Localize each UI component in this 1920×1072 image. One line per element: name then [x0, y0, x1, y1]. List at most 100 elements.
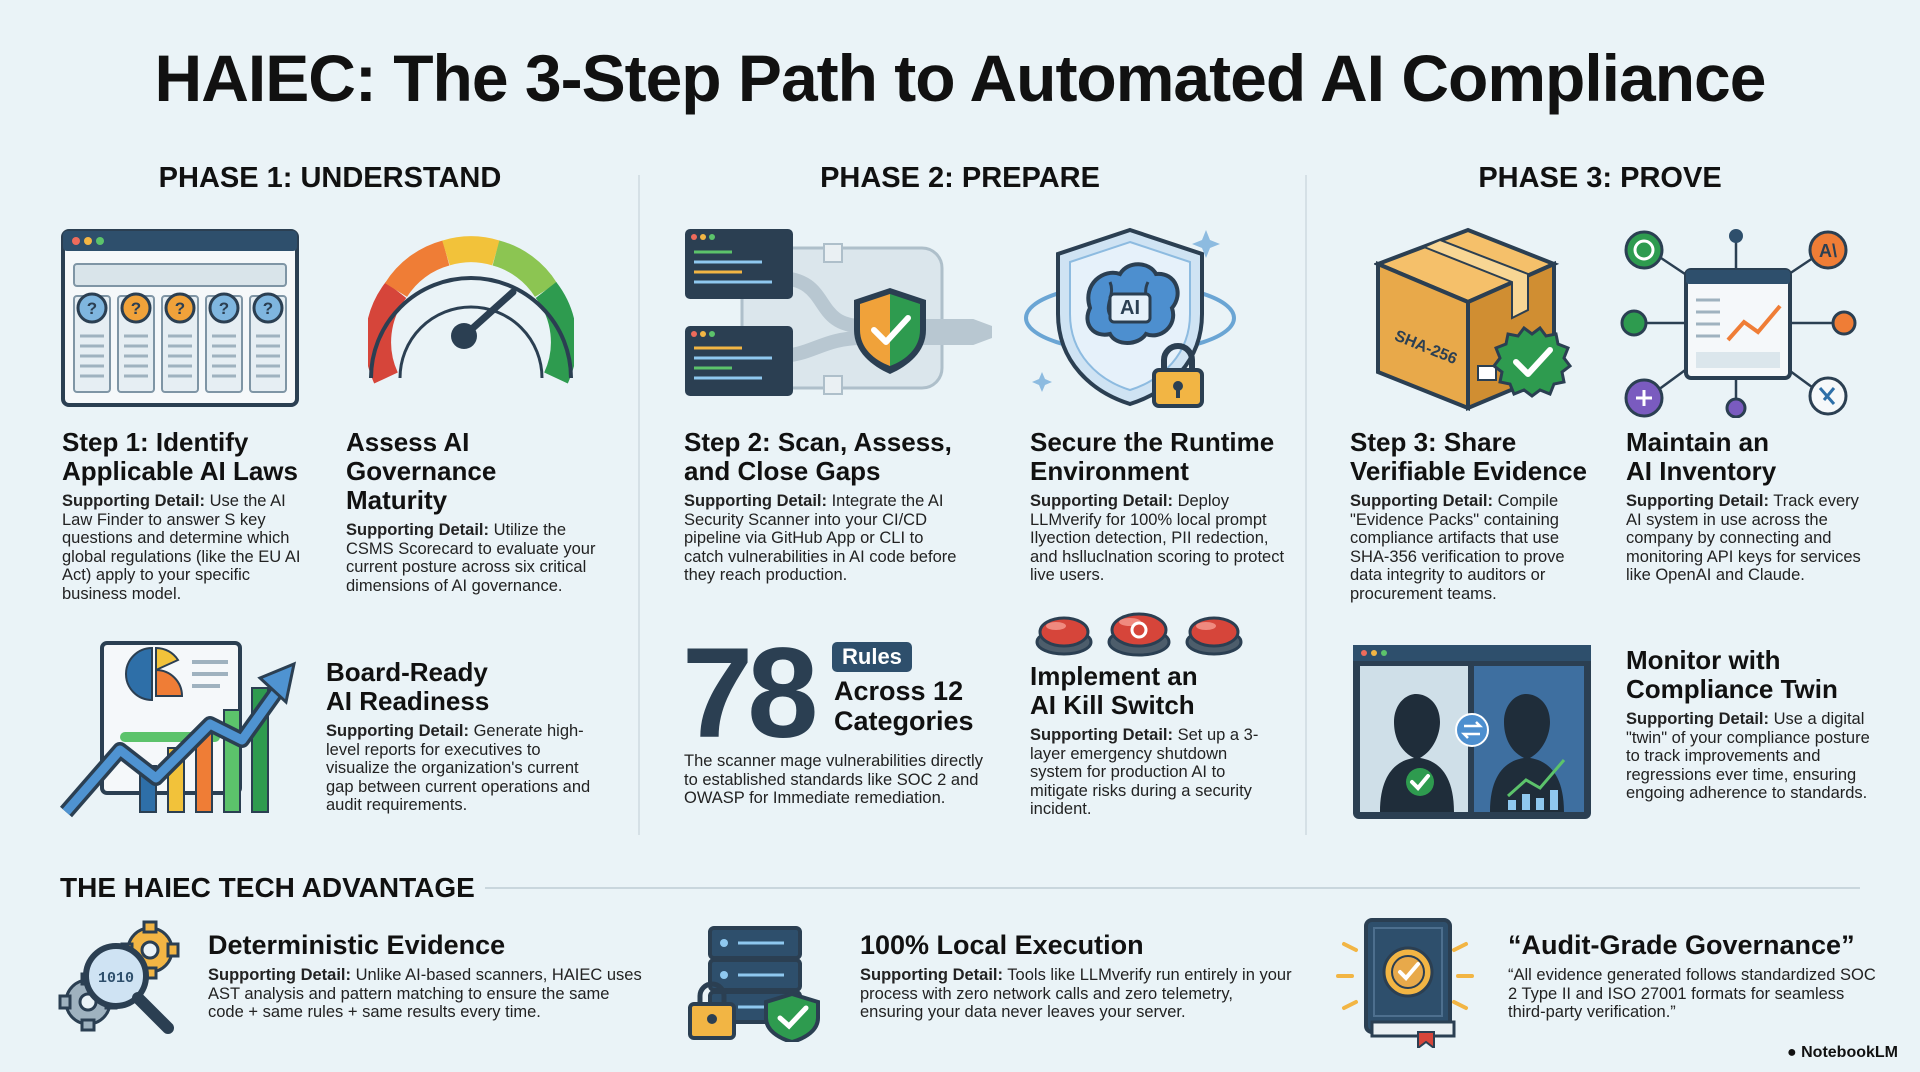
rules-detail-block: The scanner mage vulnerabilities directl…	[684, 746, 984, 808]
rules-categories-line2: Categories	[834, 706, 974, 736]
brand-label: ● NotebookLM	[1787, 1044, 1898, 1061]
ai-inventory-network-icon: A\	[1620, 229, 1857, 418]
svg-text:?: ?	[263, 299, 273, 318]
killswitch-heading-line2: AI Kill Switch	[1030, 690, 1195, 720]
code-scanner-pipeline-icon	[685, 229, 992, 396]
supporting-label: Supporting Detail:	[208, 966, 351, 984]
board-heading: Board-Ready AI Readiness	[326, 658, 596, 716]
phase-3-title: PHASE 3: PROVE	[1478, 162, 1722, 194]
supporting-label: Supporting Detail:	[326, 722, 469, 740]
step1-detail: Supporting Detail: Use the AI Law Finder…	[62, 492, 312, 603]
ai-chip-label: AI	[1120, 297, 1140, 319]
maturity-detail-text: Utilize the CSMS Scorecard to evaluate y…	[346, 521, 596, 595]
step1-heading: Step 1: Identify Applicable AI Laws	[62, 428, 312, 486]
inventory-detail: Supporting Detail: Track every AI system…	[1626, 492, 1876, 585]
step1-heading-line2: Applicable AI Laws	[62, 456, 298, 486]
runtime-card: Secure the Runtime Environment Supportin…	[1030, 428, 1290, 585]
supporting-label: Supporting Detail:	[1626, 492, 1769, 510]
svg-text:?: ?	[219, 299, 229, 318]
binary-text: 1010	[98, 970, 134, 987]
board-heading-line1: Board-Ready	[326, 657, 488, 687]
server-lock-icon	[688, 926, 820, 1042]
maturity-card: Assess AI Governance Maturity Supporting…	[346, 428, 616, 595]
killswitch-detail-text: Set up a 3-layer emergency shutdown syst…	[1030, 726, 1259, 818]
twin-card: Monitor with Compliance Twin Supporting …	[1626, 646, 1876, 803]
advantage-item-2-heading: 100% Local Execution	[860, 930, 1144, 960]
board-detail-text: Generate high-level reports for executiv…	[326, 722, 591, 814]
step2-heading-line2: and Close Gaps	[684, 456, 881, 486]
svg-text:?: ?	[87, 299, 97, 318]
twin-detail: Supporting Detail: Use a digital "twin" …	[1626, 710, 1876, 803]
inventory-card: Maintain an AI Inventory Supporting Deta…	[1626, 428, 1876, 585]
runtime-heading: Secure the Runtime Environment	[1030, 428, 1290, 486]
step3-detail-text: Compile "Evidence Packs" containing comp…	[1350, 492, 1565, 603]
twin-detail-text: Use a digital "twin" of your compliance …	[1626, 710, 1870, 802]
step2-detail-text: Integrate the AI Security Scanner into y…	[684, 492, 957, 584]
step2-card: Step 2: Scan, Assess, and Close Gaps Sup…	[684, 428, 964, 585]
law-finder-window-icon: ?????	[61, 229, 299, 407]
supporting-label: Supporting Detail:	[860, 966, 1003, 984]
step2-detail: Supporting Detail: Integrate the AI Secu…	[684, 492, 964, 585]
anthropic-icon: A\	[1819, 241, 1837, 261]
runtime-detail: Supporting Detail: Deploy LLMverify for …	[1030, 492, 1290, 585]
ai-brain-shield-icon: AI	[1024, 227, 1236, 408]
supporting-label: Supporting Detail:	[1030, 726, 1173, 744]
killswitch-detail: Supporting Detail: Set up a 3-layer emer…	[1030, 726, 1280, 819]
svg-text:?: ?	[175, 299, 185, 318]
board-detail: Supporting Detail: Generate high-level r…	[326, 722, 596, 815]
supporting-label: Supporting Detail:	[684, 492, 827, 510]
advantage-item-1: Deterministic Evidence Supporting Detail…	[208, 930, 648, 1022]
advantage-item-2: 100% Local Execution Supporting Detail: …	[860, 930, 1300, 1022]
maturity-detail: Supporting Detail: Utilize the CSMS Scor…	[346, 521, 616, 595]
maturity-heading-line1: Assess AI Governance	[346, 427, 497, 486]
advantage-item-3-detail: “All evidence generated follows standard…	[1508, 966, 1876, 1021]
step3-heading: Step 3: Share Verifiable Evidence	[1350, 428, 1600, 486]
step2-heading-line1: Step 2: Scan, Assess,	[684, 427, 952, 457]
twin-heading: Monitor with Compliance Twin	[1626, 646, 1876, 704]
phase-divider-1	[638, 175, 640, 835]
inventory-heading-line2: AI Inventory	[1626, 456, 1777, 486]
advantage-item-2-detail: Supporting Detail: Tools like LLMverify …	[860, 966, 1300, 1022]
step2-heading: Step 2: Scan, Assess, and Close Gaps	[684, 428, 964, 486]
board-report-chart-icon	[60, 641, 297, 818]
step3-detail: Supporting Detail: Compile "Evidence Pac…	[1350, 492, 1600, 603]
step3-heading-line2: Verifiable Evidence	[1350, 456, 1588, 486]
advantage-item-1-detail: Supporting Detail: Unlike AI-based scann…	[208, 966, 648, 1022]
advantage-item-2-detail-text: Tools like LLMverify run entirely in you…	[860, 966, 1292, 1021]
brand-text: NotebookLM	[1801, 1044, 1898, 1061]
step1-detail-text: Use the AI Law Finder to answer S key qu…	[62, 492, 301, 603]
supporting-label: Supporting Detail:	[346, 521, 489, 539]
svg-text:?: ?	[131, 299, 141, 318]
compliance-twin-icon	[1353, 645, 1591, 819]
rules-detail: The scanner mage vulnerabilities directl…	[684, 752, 983, 807]
board-card: Board-Ready AI Readiness Supporting Deta…	[326, 658, 596, 815]
advantage-section-title: THE HAIEC TECH ADVANTAGE	[60, 872, 475, 903]
advantage-item-1-detail-text: Unlike AI-based scanners, HAIEC uses AST…	[208, 966, 642, 1021]
rules-badge: Rules	[832, 642, 912, 672]
rules-count: 78	[682, 622, 818, 765]
rules-categories-line1: Across 12	[834, 676, 964, 706]
twin-heading-line2: Compliance Twin	[1626, 674, 1838, 704]
evidence-pack-box-icon: SHA-256	[1374, 227, 1573, 412]
runtime-heading-line1: Secure the Runtime	[1030, 427, 1275, 457]
runtime-detail-text: Deploy LLMverify for 100% local prompt I…	[1030, 492, 1285, 584]
inventory-detail-text: Track every AI system in use across the …	[1626, 492, 1861, 584]
supporting-label: Supporting Detail:	[1030, 492, 1173, 510]
inventory-heading: Maintain an AI Inventory	[1626, 428, 1876, 486]
board-heading-line2: AI Readiness	[326, 686, 490, 716]
supporting-label: Supporting Detail:	[1626, 710, 1769, 728]
advantage-section-divider	[485, 887, 1860, 889]
phase-1-title: PHASE 1: UNDERSTAND	[158, 162, 502, 194]
advantage-item-1-heading: Deterministic Evidence	[208, 930, 506, 960]
supporting-label: Supporting Detail:	[1350, 492, 1493, 510]
step1-card: Step 1: Identify Applicable AI Laws Supp…	[62, 428, 312, 603]
phase-2-title: PHASE 2: PREPARE	[820, 162, 1100, 194]
gauge-icon	[368, 236, 574, 384]
rules-categories: Across 12 Categories	[834, 676, 974, 736]
phase-divider-2	[1305, 175, 1307, 835]
killswitch-heading: Implement an AI Kill Switch	[1030, 662, 1280, 720]
advantage-item-3: “Audit-Grade Governance” “All evidence g…	[1508, 930, 1878, 1022]
step3-card: Step 3: Share Verifiable Evidence Suppor…	[1350, 428, 1600, 603]
killswitch-card: Implement an AI Kill Switch Supporting D…	[1030, 662, 1280, 819]
page-title: HAIEC: The 3-Step Path to Automated AI C…	[154, 41, 1767, 115]
